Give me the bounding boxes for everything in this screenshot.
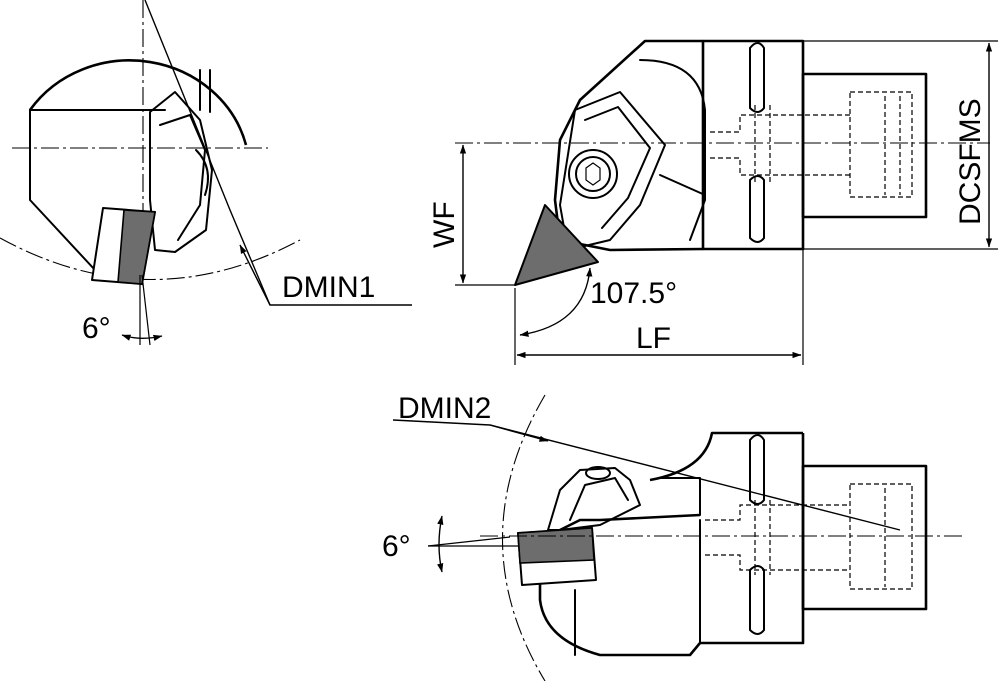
dmin2-arc [501,394,546,681]
dcsfms-label: DCSFMS [954,98,987,225]
bottom-slot-lower [749,565,765,635]
angle-top-label: 6° [82,312,111,345]
main-hidden-bore [710,105,850,185]
main-slot-lower [749,175,765,243]
dmin2-leader [392,419,901,531]
angle-lead-arc [519,267,593,337]
angle-bottom-tilt-line [427,536,511,547]
dmin1-leader [144,0,412,306]
angle-top-tilt-line [141,274,151,346]
main-view: WF LF 107.5° DCSFMS [428,39,998,365]
detail-circle-outline [28,59,248,146]
torx-icon [585,162,601,186]
bottom-hidden-bore [705,500,850,575]
main-clamp-inner [584,106,651,229]
main-coupling-hidden [849,91,913,198]
detail-insert-face [117,209,156,285]
wf-label: WF [428,201,461,248]
main-clamp [559,91,666,251]
bottom-clamp-inner [569,477,629,521]
main-shank-body [701,39,805,251]
angle-bottom-arc [437,515,444,573]
bottom-view: DMIN2 6° [382,392,965,681]
angle-bottom-label: 6° [382,530,411,563]
detail-clamp-inner [159,114,206,241]
detail-view-dmin1: DMIN1 6° [0,0,412,346]
dmin1-label: DMIN1 [282,271,375,304]
lf-label: LF [636,322,671,355]
dmin2-label: DMIN2 [398,392,491,425]
detail-clamp-curve [195,149,209,196]
main-head-line [659,174,706,196]
angle-lead-label: 107.5° [590,277,677,310]
bottom-slot-upper [749,434,765,505]
angle-top-arc [121,334,163,341]
main-slot-upper [749,42,765,113]
bottom-head-step [659,477,701,516]
main-head [553,39,704,252]
main-clamp-screw [568,149,618,199]
main-head-curve [639,59,706,241]
bottom-shank-body [649,431,805,645]
dmin1-arc [0,237,301,280]
dmin2-arrow [489,424,549,442]
main-coupling [801,72,928,219]
bottom-insert-face [517,527,595,564]
main-clamp-screw-inner [575,156,611,192]
detail-body-edge [29,109,96,271]
bottom-coupling [801,464,928,611]
bottom-clamp-screw [585,466,611,480]
dmin1-arrow [239,244,271,306]
